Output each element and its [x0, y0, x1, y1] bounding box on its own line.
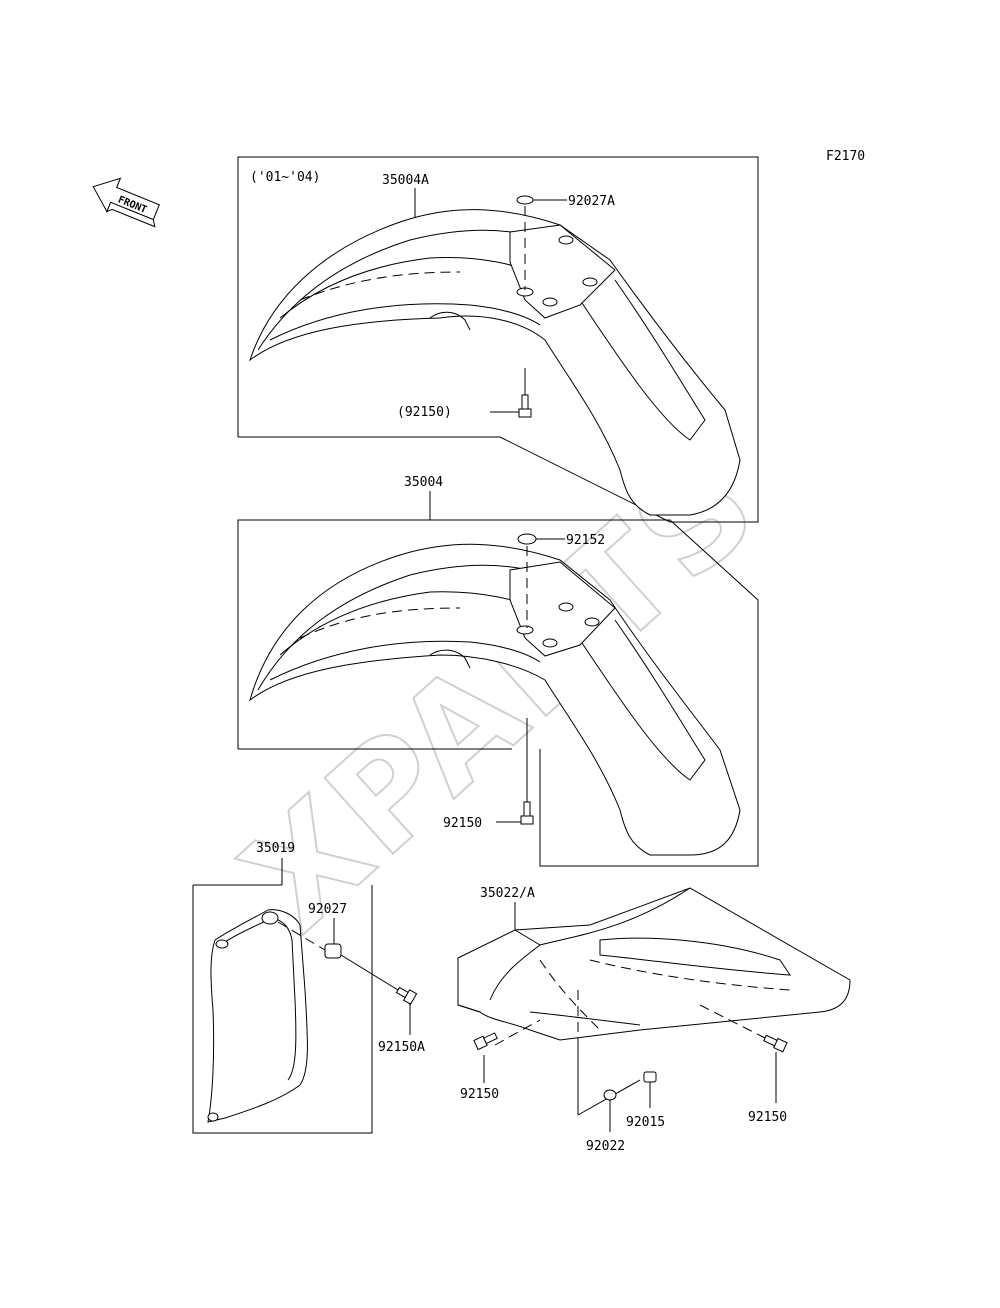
figure-code: F2170 [826, 149, 865, 164]
damper-92027[interactable] [324, 943, 342, 959]
label-92150a: 92150A [378, 1040, 425, 1055]
label-92150-paren: (92150) [397, 405, 452, 420]
bolt-92150-front[interactable] [520, 801, 534, 825]
washer-92027a[interactable] [516, 195, 534, 205]
front-fender-01-04[interactable] [249, 209, 741, 516]
front-fender[interactable] [249, 543, 741, 856]
collar-92015[interactable] [643, 1071, 657, 1083]
side-cover-group: 35019 92027 92150A [192, 841, 425, 1134]
label-92150-rear-left: 92150 [460, 1087, 499, 1102]
label-92022: 92022 [586, 1139, 625, 1154]
front-arrow-icon: FRONT [92, 177, 160, 228]
year-range-label: ('01~'04) [250, 170, 320, 185]
bolt-92150a[interactable] [395, 985, 418, 1005]
label-92150-front: 92150 [443, 816, 482, 831]
label-92150-rear-right: 92150 [748, 1110, 787, 1125]
label-92027: 92027 [308, 902, 347, 917]
label-92015: 92015 [626, 1115, 665, 1130]
label-92027a: 92027A [568, 194, 615, 209]
rear-fender[interactable] [457, 887, 851, 1041]
rear-fender-group: 35022/A 92150 92150 92022 [457, 886, 851, 1154]
front-fender-group: 35004 92152 92150 [237, 475, 759, 867]
label-35004: 35004 [404, 475, 443, 490]
label-35019: 35019 [256, 841, 295, 856]
bolt-92150-rear-left[interactable] [473, 1031, 498, 1051]
label-92152: 92152 [566, 533, 605, 548]
washer-92152[interactable] [517, 533, 537, 545]
label-35022a: 35022/A [480, 886, 535, 901]
front-fender-01-04-group: ('01~'04) 92027A 35004A (92150) [237, 156, 759, 523]
side-cover[interactable] [207, 909, 308, 1123]
washer-92022[interactable] [603, 1089, 617, 1101]
bolt-92150-rear-right[interactable] [763, 1033, 788, 1053]
bolt-92150-01-04[interactable] [518, 394, 532, 418]
label-35004a: 35004A [382, 173, 429, 188]
